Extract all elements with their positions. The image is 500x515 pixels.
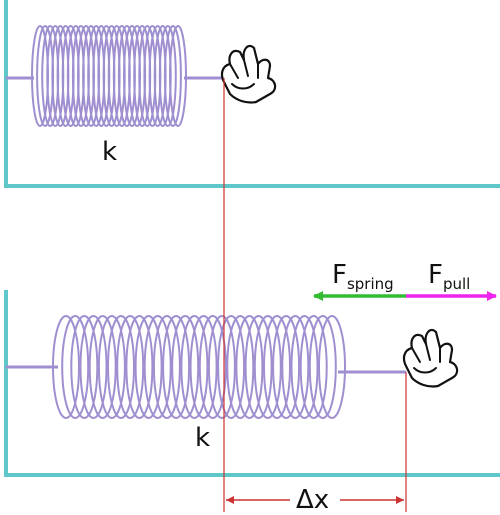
top-coil-loop [169, 25, 187, 127]
bottom-coil-loop [217, 315, 246, 419]
bottom-coil-loop [281, 315, 310, 419]
bottom-coil-loop [207, 315, 236, 419]
bottom-coil-loop [52, 315, 80, 419]
bottom-coil-loop [97, 315, 126, 419]
bottom-coil-loop [134, 315, 163, 419]
bottom-wall [4, 290, 500, 477]
bottom-coil-loop [180, 315, 209, 419]
bottom-coil-loop [235, 315, 264, 419]
bottom-coil-loop [263, 315, 291, 419]
bottom-coil-loop [88, 315, 117, 419]
spring-force-label: Fspring [332, 260, 394, 293]
bottom-spring-coil [52, 315, 346, 419]
top-panel: k [4, 0, 500, 188]
top-wall [4, 0, 500, 188]
bottom-coil-loop [61, 315, 90, 419]
bottom-coil-loop [318, 315, 346, 419]
bottom-coil-loop [152, 315, 181, 419]
bottom-coil-loop [171, 315, 200, 419]
bottom-coil-loop [272, 315, 301, 419]
bottom-coil-loop [308, 315, 337, 419]
bottom-coil-loop [70, 315, 99, 419]
displacement-label: Δx [296, 485, 329, 515]
top-spring-coil [31, 25, 187, 127]
bottom-coil-loop [107, 315, 135, 419]
bottom-coil-loop [290, 315, 319, 419]
bottom-hand-icon [402, 328, 459, 388]
bottom-coil-loop [198, 315, 227, 419]
bottom-coil-loop [244, 315, 273, 419]
top-coil-loop [158, 25, 177, 127]
bottom-coil-loop [226, 315, 255, 419]
pull-force-label: Fpull [428, 260, 470, 293]
bottom-coil-loop [116, 315, 145, 419]
bottom-coil-loop [189, 315, 218, 419]
bottom-coil-loop [143, 315, 172, 419]
bottom-coil-loop [79, 315, 108, 419]
bottom-coil-loop [253, 315, 282, 419]
top-hand-icon [220, 44, 277, 104]
top-coil-loop [163, 25, 182, 127]
top-spring-label: k [102, 137, 117, 167]
bottom-coil-loop [125, 315, 154, 419]
bottom-panel: k Fspring Fpull [4, 260, 500, 477]
bottom-coil-loop [299, 315, 328, 419]
displacement-label-backdrop [290, 484, 340, 514]
bottom-spring-label: k [195, 423, 210, 453]
bottom-coil-loop [162, 315, 191, 419]
